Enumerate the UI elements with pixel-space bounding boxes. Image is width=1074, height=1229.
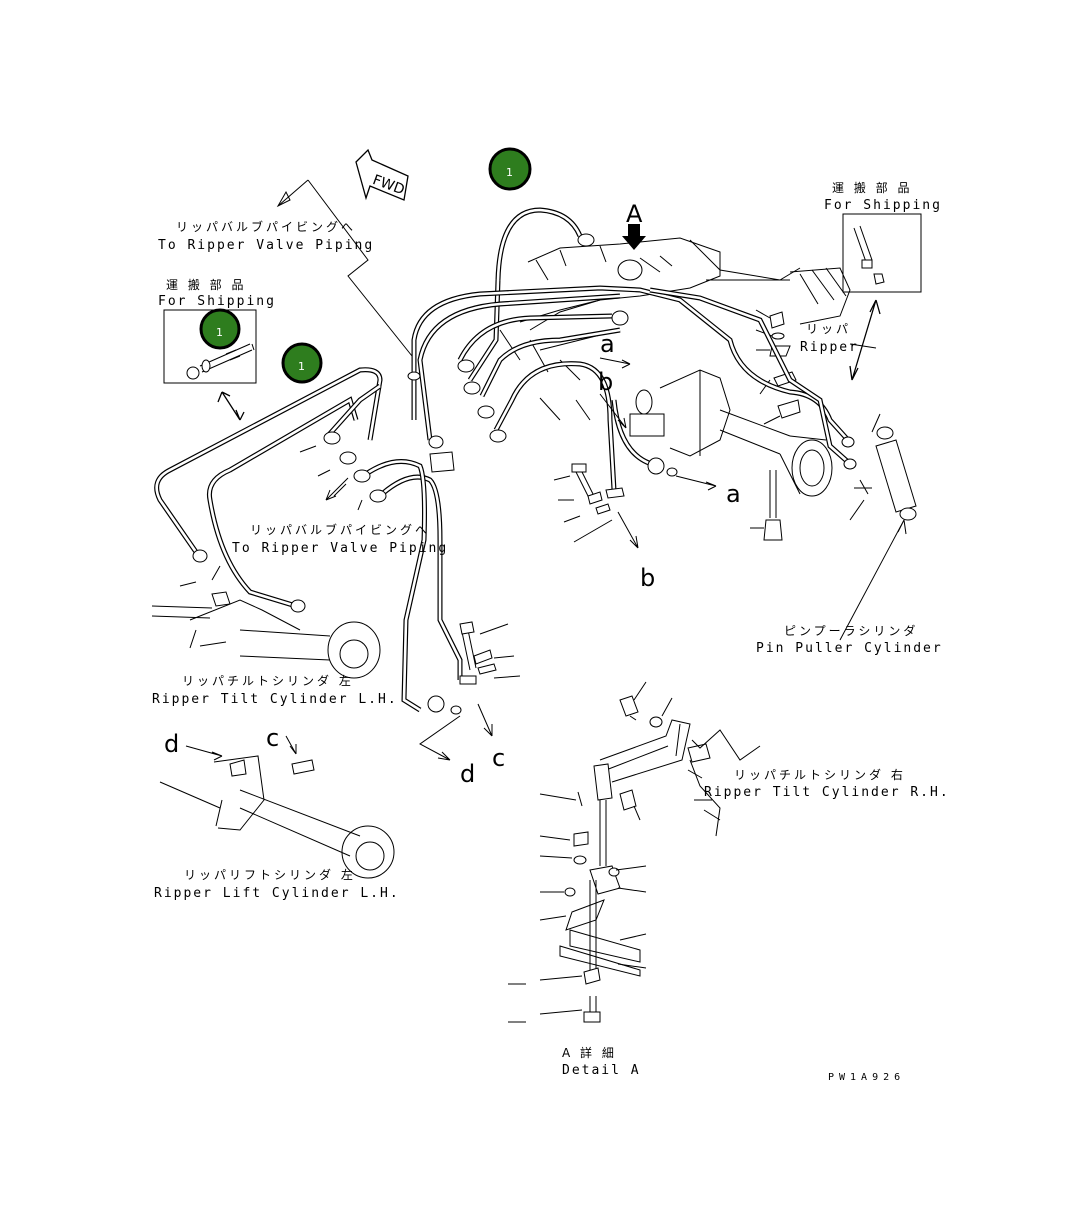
lift-left-en: Ripper Lift Cylinder L.H. xyxy=(154,886,400,901)
pipe-fittings-top xyxy=(407,233,857,475)
letter-c-top: c xyxy=(266,724,279,752)
callout-badge-left-box: 1 xyxy=(199,308,241,350)
badge-top-number: 1 xyxy=(506,166,513,179)
shipping-right-en: For Shipping xyxy=(824,198,942,213)
shipping-left-en: For Shipping xyxy=(158,294,276,309)
shipping-left-box xyxy=(163,309,257,384)
right-bolt xyxy=(750,470,783,541)
leader-to-valve-top xyxy=(276,179,413,357)
drawing-code: PW1A926 xyxy=(828,1072,905,1083)
arrow-d-top xyxy=(185,745,223,761)
leader-to-valve-mid xyxy=(325,477,349,501)
lift-cylinder-left xyxy=(159,755,395,879)
tilt-left-jp: リッパチルトシリンダ 左 xyxy=(182,673,354,688)
pipe-lines-top xyxy=(411,207,850,491)
letter-d-bottom: d xyxy=(460,760,475,788)
pipe-fittings-left xyxy=(192,431,445,713)
detail-A-assembly xyxy=(508,681,761,1023)
letter-c-bottom: c xyxy=(492,744,505,772)
letter-d-top: d xyxy=(164,730,179,758)
shipping-left-parts xyxy=(186,343,255,380)
ripper-leader xyxy=(849,343,877,349)
ripper-frame xyxy=(499,237,801,421)
center-hardware xyxy=(553,463,717,549)
shipping-right-box xyxy=(842,213,922,293)
arrow-b-top xyxy=(599,393,627,429)
arrow-c-top xyxy=(285,735,297,755)
detail-A-en: Detail A xyxy=(562,1063,641,1078)
callout-badge-left-pipe: 1 xyxy=(281,342,323,384)
to-ripper-valve-mid-jp: リッパバルブパイビングへ xyxy=(250,522,430,537)
tilt-left-en: Ripper Tilt Cylinder L.H. xyxy=(152,692,398,707)
lift-left-jp: リッパリフトシリンダ 左 xyxy=(184,867,356,882)
pin-puller-jp: ピンプーラシリンダ xyxy=(784,623,918,638)
shipping-right-parts xyxy=(853,225,885,285)
shipping-right-jp: 運 搬 部 品 xyxy=(832,180,912,195)
ripper-en: Ripper xyxy=(800,340,859,355)
to-ripper-valve-top-jp: リッパバルブパイビングへ xyxy=(176,219,356,234)
letter-A: A xyxy=(626,200,643,228)
ripper-shank xyxy=(659,267,851,497)
tilt-right-en: Ripper Tilt Cylinder R.H. xyxy=(704,785,950,800)
letter-b-top: b xyxy=(598,368,613,396)
detail-A-jp: A 詳 細 xyxy=(562,1045,617,1060)
cd-hardware xyxy=(419,621,521,761)
arrow-a-top xyxy=(599,357,631,369)
tilt-cylinder-left xyxy=(151,565,381,679)
pin-puller-leader xyxy=(839,519,907,641)
shipping-left-jp: 運 搬 部 品 xyxy=(166,277,246,292)
letter-b-bottom: b xyxy=(640,564,655,592)
pin-puller-en: Pin Puller Cylinder xyxy=(756,641,943,656)
letter-a-top: a xyxy=(600,330,615,358)
shipping-left-double-arrow xyxy=(217,391,245,421)
to-ripper-valve-mid-en: To Ripper Valve Piping xyxy=(232,541,448,556)
pin-puller-cylinder xyxy=(849,413,917,521)
callout-badge-top: 1 xyxy=(488,147,532,191)
arrow-A-icon xyxy=(622,224,646,250)
to-ripper-valve-top-en: To Ripper Valve Piping xyxy=(158,238,374,253)
badge-left-box-number: 1 xyxy=(216,326,223,339)
badge-left-pipe-number: 1 xyxy=(298,360,305,373)
pipe-lines-left xyxy=(154,367,463,713)
letter-a-right: a xyxy=(726,480,741,508)
shipping-right-double-arrow xyxy=(849,299,881,381)
fwd-label: FWD xyxy=(370,172,406,198)
ripper-jp: リッパ xyxy=(806,322,851,336)
tilt-right-jp: リッパチルトシリンダ 右 xyxy=(734,767,906,782)
fwd-arrow: FWD xyxy=(355,148,409,201)
